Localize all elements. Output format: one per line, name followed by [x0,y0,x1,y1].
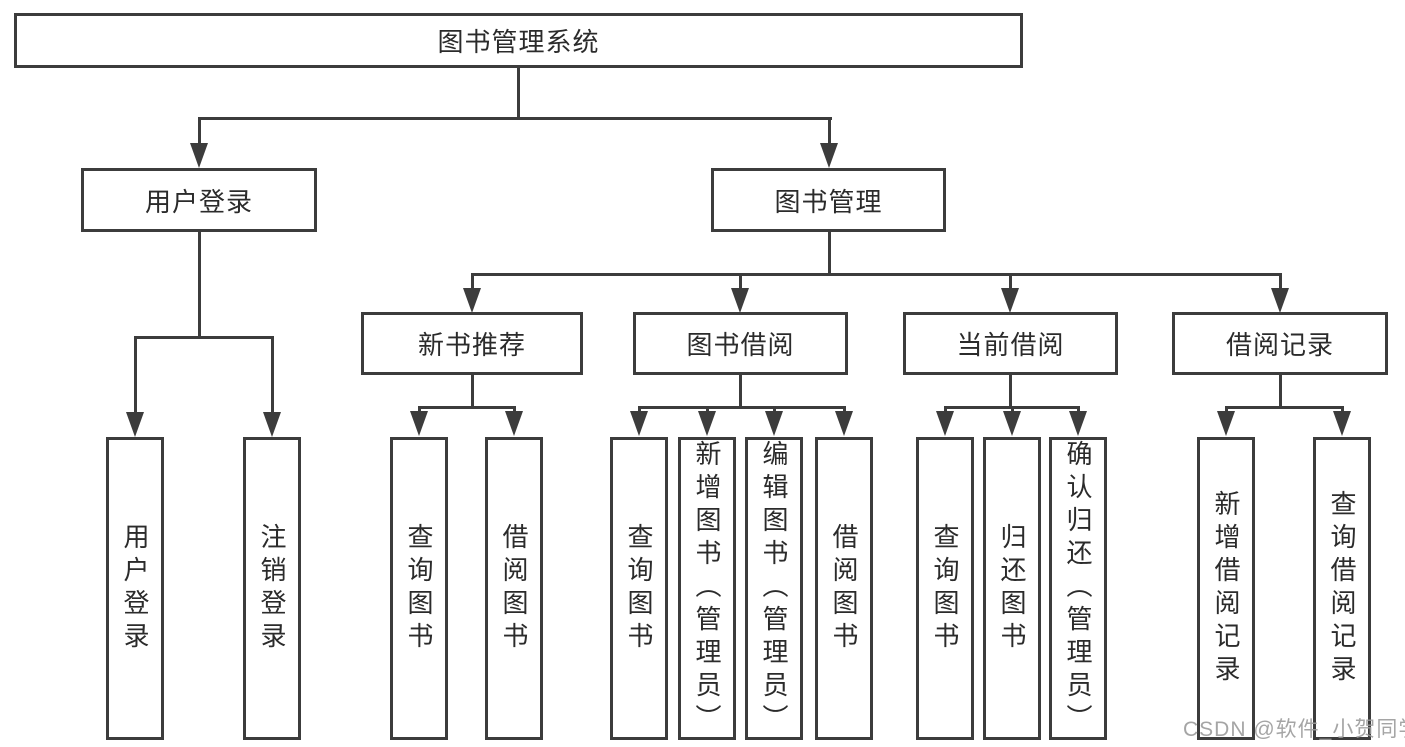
leaf-label: 借阅图书 [499,522,529,655]
connector-line [133,336,137,414]
leaf-confirm-return-admin: 确认归还（管理员） [1049,437,1107,740]
leaf-label: 注销登录 [257,522,287,655]
leaf-label: 用户登录 [120,522,150,655]
leaf-label: 归还图书 [997,522,1027,655]
leaf-label: 借阅图书 [829,522,859,655]
leaf-query-books-2: 查询图书 [610,437,668,740]
leaf-label: 新增借阅记录 [1211,489,1241,688]
leaf-label: 编辑图书（管理员） [759,440,789,737]
leaf-query-borrow-record: 查询借阅记录 [1313,437,1371,740]
arrow-down-icon [505,411,523,436]
arrow-down-icon [410,411,428,436]
node-borrow-records: 借阅记录 [1172,312,1388,375]
connector-line [1224,406,1344,409]
connector-line [197,117,201,146]
connector-line [197,117,832,120]
leaf-label: 确认归还（管理员） [1063,440,1093,737]
connector-line [470,375,474,407]
connector-line [827,117,831,146]
leaf-query-books-3: 查询图书 [916,437,974,740]
connector-line [133,336,274,339]
leaf-return-books: 归还图书 [983,437,1041,740]
connector-line [1008,273,1012,291]
arrow-down-icon [1069,411,1087,436]
arrow-down-icon [835,411,853,436]
arrow-down-icon [820,143,838,168]
arrow-down-icon [1271,288,1289,313]
connector-line [827,232,831,273]
leaf-query-books-1: 查询图书 [390,437,448,740]
connector-line [637,406,846,409]
leaf-label: 查询图书 [624,522,654,655]
connector-line [516,68,520,117]
arrow-down-icon [263,412,281,437]
leaf-user-login: 用户登录 [106,437,164,740]
leaf-label: 查询图书 [404,522,434,655]
node-book-borrowing: 图书借阅 [633,312,848,375]
node-current-borrowing: 当前借阅 [903,312,1118,375]
leaf-edit-books-admin: 编辑图书（管理员） [745,437,803,740]
connector-line [1278,375,1282,407]
arrow-down-icon [1003,411,1021,436]
leaf-borrow-books-1: 借阅图书 [485,437,543,740]
connector-line [470,273,1282,276]
arrow-down-icon [1217,411,1235,436]
leaf-add-books-admin: 新增图书（管理员） [678,437,736,740]
arrow-down-icon [190,143,208,168]
csdn-watermark: CSDN @软件_小贺同学 [1183,718,1405,741]
connector-line [738,273,742,291]
node-root-library-system: 图书管理系统 [14,13,1023,68]
arrow-down-icon [765,411,783,436]
connector-line [197,232,201,336]
arrow-down-icon [698,411,716,436]
connector-line [1278,273,1282,291]
leaf-borrow-books-2: 借阅图书 [815,437,873,740]
leaf-label: 查询借阅记录 [1327,489,1357,688]
leaf-label: 新增图书（管理员） [692,440,722,737]
arrow-down-icon [1333,411,1351,436]
arrow-down-icon [1001,288,1019,313]
connector-line [470,273,474,291]
connector-line [738,375,742,407]
node-new-book-recommend: 新书推荐 [361,312,583,375]
arrow-down-icon [731,288,749,313]
node-book-management: 图书管理 [711,168,946,232]
connector-line [1008,375,1012,407]
arrow-down-icon [630,411,648,436]
node-user-login: 用户登录 [81,168,317,232]
arrow-down-icon [126,412,144,437]
connector-line [417,406,516,409]
leaf-logout: 注销登录 [243,437,301,740]
arrow-down-icon [936,411,954,436]
arrow-down-icon [463,288,481,313]
leaf-label: 查询图书 [930,522,960,655]
leaf-add-borrow-record: 新增借阅记录 [1197,437,1255,740]
connector-line [270,336,274,414]
